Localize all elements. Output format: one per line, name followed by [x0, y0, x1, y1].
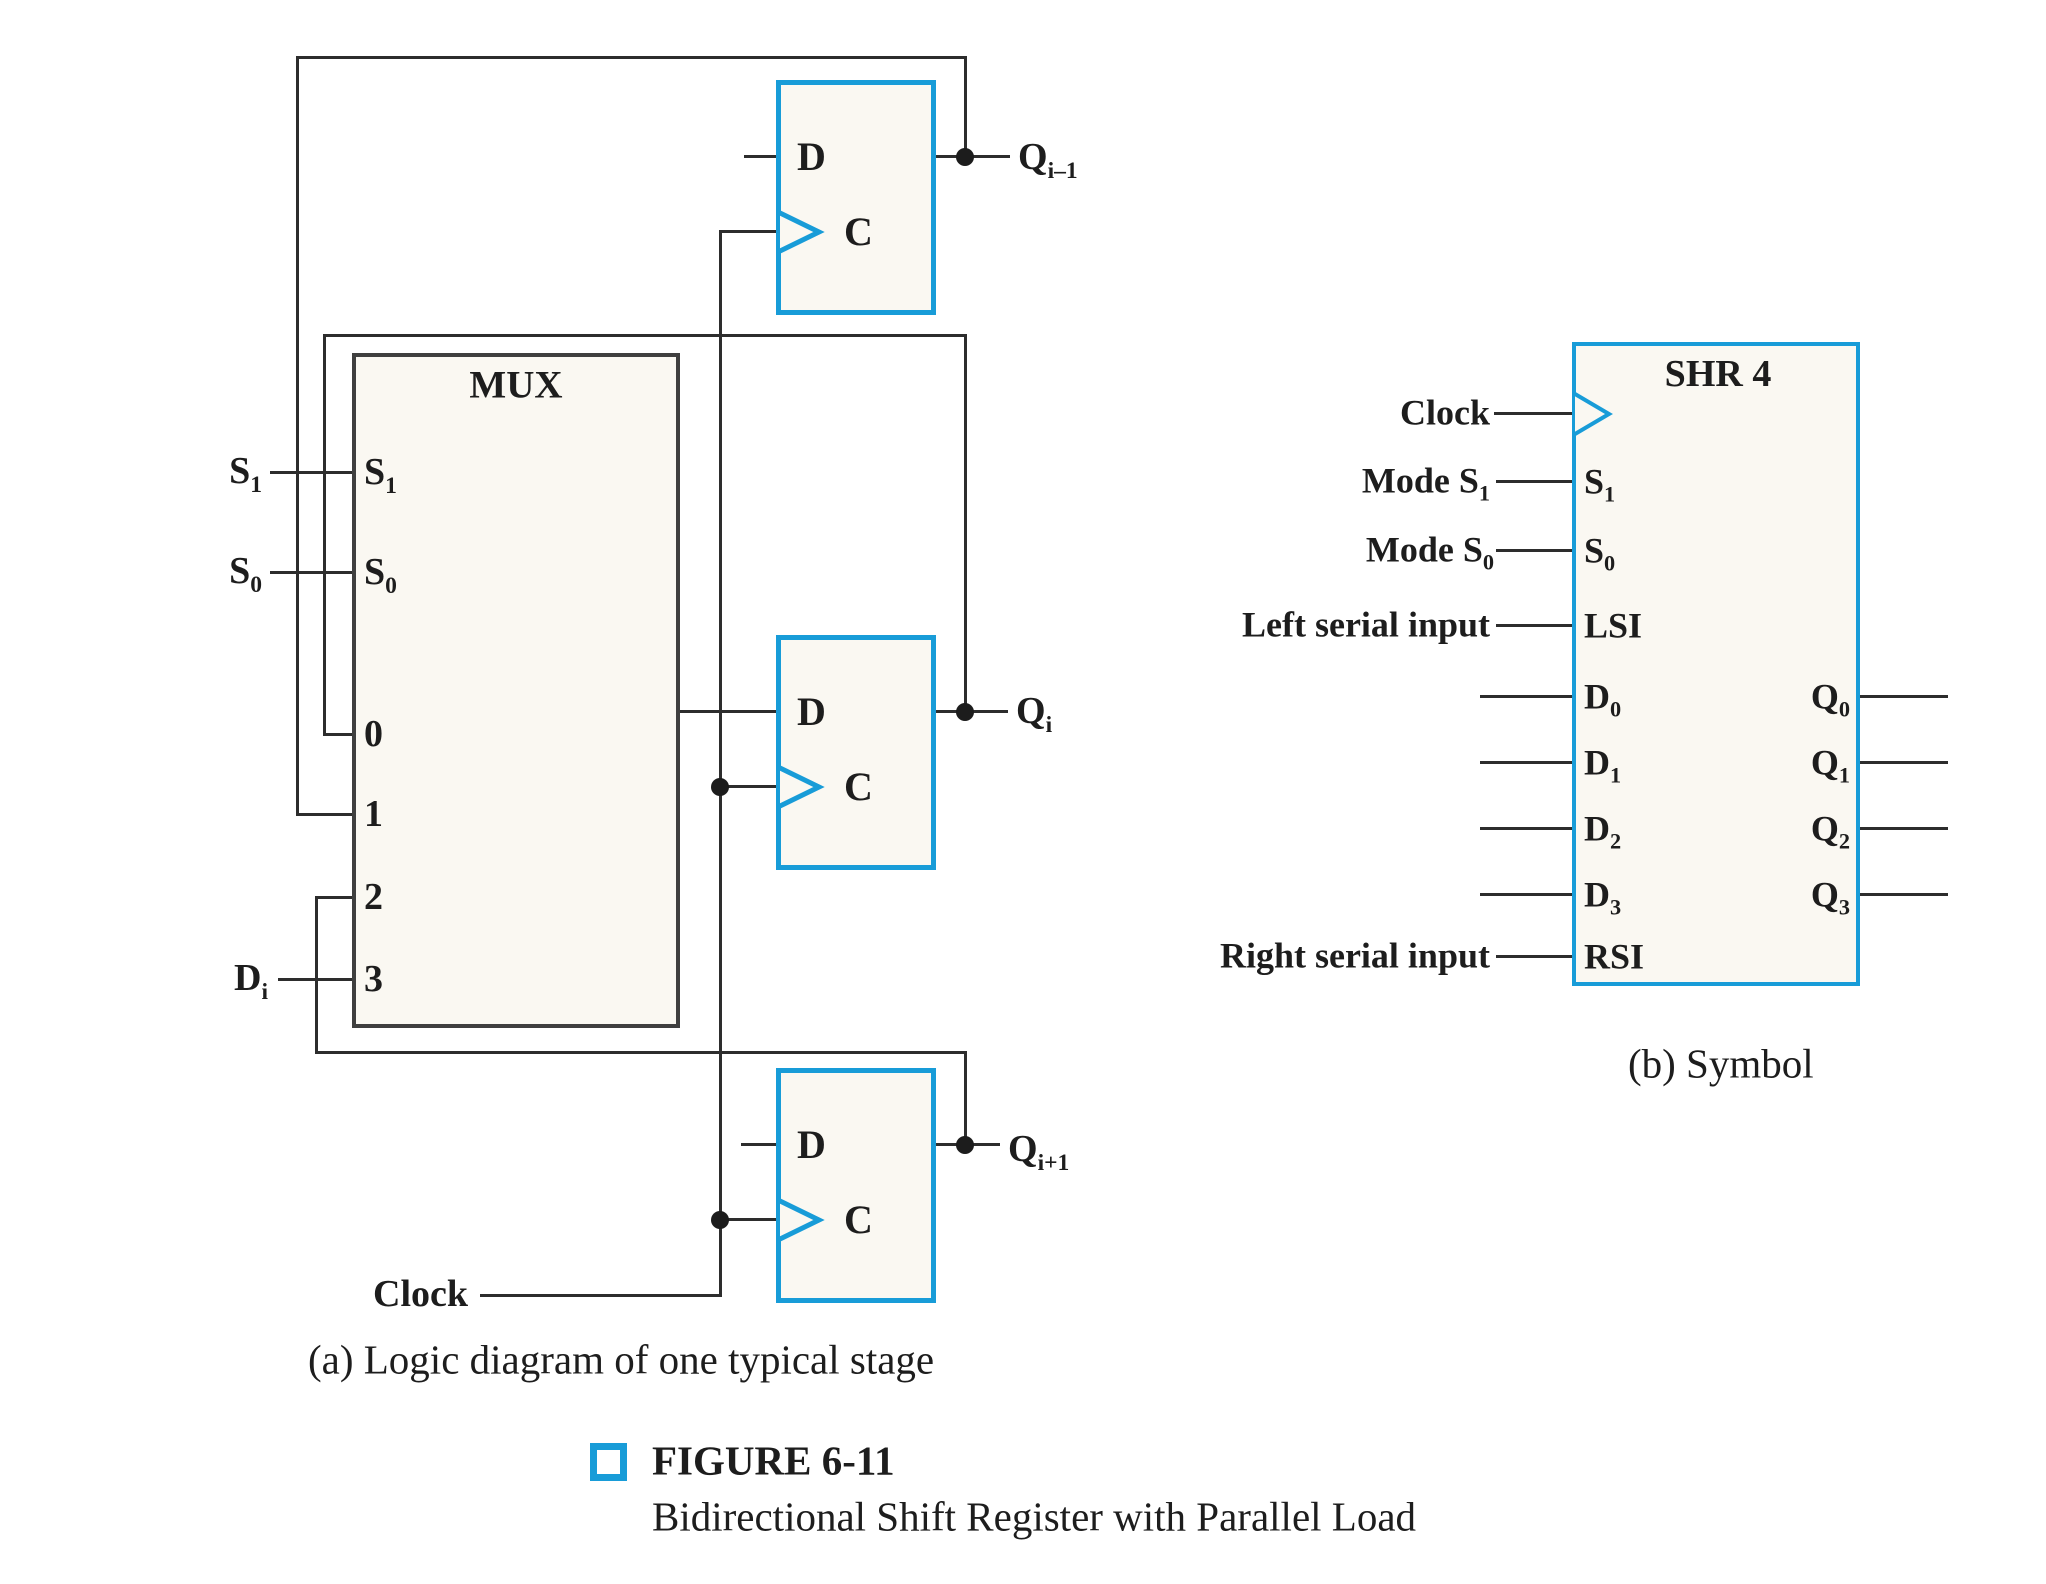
wire-s1-input — [270, 471, 354, 474]
caption-b: (b) Symbol — [1628, 1040, 1814, 1087]
mux-pin-s0: S0 — [364, 551, 397, 599]
input-label-clock: Clock — [373, 1273, 468, 1316]
wire-sym-rsi — [1496, 955, 1572, 958]
wire-clock-vertical — [719, 230, 722, 1296]
shr4-title: SHR 4 — [1664, 353, 1772, 396]
input-label-di: Di — [234, 957, 268, 1005]
mux-pin-3: 3 — [364, 958, 383, 1001]
wire-bottom-loop — [316, 1051, 966, 1054]
shr4-pin-d3: D3 — [1584, 874, 1622, 920]
shr4-pin-rsi: RSI — [1584, 936, 1645, 977]
wire-drop-qnext — [964, 1051, 967, 1146]
junction-dot — [711, 1211, 729, 1229]
symbol-label-left-serial-input: Left serial input — [1242, 604, 1490, 645]
mux-pin-0: 0 — [364, 713, 383, 756]
symbol-label-clock: Clock — [1400, 392, 1490, 433]
wire-mux-in0 — [324, 733, 354, 736]
flipflop-cur-d-label: D — [797, 689, 826, 735]
output-label-q-cur: Qi — [1016, 690, 1053, 738]
clock-edge-triangle-icon — [1574, 392, 1613, 436]
wire-ff2-clock — [719, 785, 779, 788]
shr4-pin-q3: Q3 — [1810, 874, 1850, 920]
wire-drop-qcur — [964, 334, 967, 714]
wire-sym-d2 — [1480, 827, 1572, 830]
output-label-q-prev: Qi–1 — [1018, 136, 1078, 184]
wire-sym-s0 — [1496, 549, 1572, 552]
wire-mux-in2 — [316, 896, 354, 899]
wire-left-vertical-qprev — [296, 56, 299, 816]
shr4-pin-s1: S1 — [1584, 461, 1616, 507]
wire-top-loop — [297, 56, 967, 59]
wire-mux-in1 — [297, 813, 354, 816]
wire-sym-s1 — [1496, 480, 1572, 483]
mux-pin-s1: S1 — [364, 451, 397, 499]
shr4-pin-d1: D1 — [1584, 742, 1622, 788]
flipflop-cur-box — [776, 635, 936, 870]
wire-sym-q3 — [1858, 893, 1948, 896]
mux-box — [352, 353, 680, 1028]
flipflop-next-box — [776, 1068, 936, 1303]
wire-left-vertical-qcur — [323, 334, 326, 736]
wire-ff1-d-stub — [744, 155, 778, 158]
wire-sym-d1 — [1480, 761, 1572, 764]
wire-mux-out — [678, 710, 778, 713]
wire-inner-loop — [324, 334, 966, 337]
shr4-pin-q2: Q2 — [1810, 808, 1850, 854]
symbol-label-mode-s1: Mode S1 — [1361, 460, 1490, 506]
flipflop-cur-c-label: C — [844, 764, 873, 810]
shr4-box — [1572, 342, 1860, 986]
figure-number: FIGURE 6-11 — [652, 1437, 895, 1484]
mux-pin-2: 2 — [364, 876, 383, 919]
flipflop-prev-c-label: C — [844, 209, 873, 255]
shr4-pin-q0: Q0 — [1810, 676, 1850, 722]
shr4-pin-d2: D2 — [1584, 808, 1622, 854]
shr4-pin-lsi: LSI — [1584, 605, 1643, 646]
input-label-s1: S1 — [229, 450, 262, 498]
flipflop-prev-d-label: D — [797, 134, 826, 180]
wire-sym-q2 — [1858, 827, 1948, 830]
figure-bullet-square-icon — [590, 1443, 627, 1481]
clock-edge-triangle-icon — [779, 210, 825, 254]
shr4-pin-d0: D0 — [1584, 676, 1622, 722]
wire-sym-q0 — [1858, 695, 1948, 698]
wire-sym-d0 — [1480, 695, 1572, 698]
wire-ff3-clock — [719, 1218, 779, 1221]
junction-dot — [956, 1136, 974, 1154]
flipflop-prev-box — [776, 80, 936, 315]
mux-title: MUX — [469, 363, 563, 407]
shr4-pin-q1: Q1 — [1810, 742, 1850, 788]
junction-dot — [711, 778, 729, 796]
wire-drop-qprev — [964, 56, 967, 158]
shr4-pin-s0: S0 — [1584, 530, 1616, 576]
mux-pin-1: 1 — [364, 793, 383, 836]
wire-left-vertical-qnext — [315, 896, 318, 1054]
wire-sym-clock — [1494, 412, 1572, 415]
clock-edge-triangle-icon — [779, 765, 825, 809]
wire-sym-lsi — [1496, 624, 1572, 627]
junction-dot — [956, 703, 974, 721]
wire-s0-input — [270, 571, 354, 574]
output-label-q-next: Qi+1 — [1008, 1128, 1070, 1176]
symbol-label-mode-s0: Mode S0 — [1365, 529, 1494, 575]
wire-sym-q1 — [1858, 761, 1948, 764]
flipflop-next-c-label: C — [844, 1197, 873, 1243]
wire-clock-input — [480, 1294, 722, 1297]
symbol-label-right-serial-input: Right serial input — [1219, 935, 1490, 976]
wire-sym-d3 — [1480, 893, 1572, 896]
wire-ff1-clock — [719, 230, 779, 233]
wire-ff3-d-stub — [741, 1143, 778, 1146]
junction-dot — [956, 148, 974, 166]
caption-a: (a) Logic diagram of one typical stage — [308, 1336, 935, 1383]
flipflop-next-d-label: D — [797, 1122, 826, 1168]
clock-edge-triangle-icon — [779, 1198, 825, 1242]
figure-title: Bidirectional Shift Register with Parall… — [652, 1493, 1417, 1540]
input-label-s0: S0 — [229, 550, 262, 598]
